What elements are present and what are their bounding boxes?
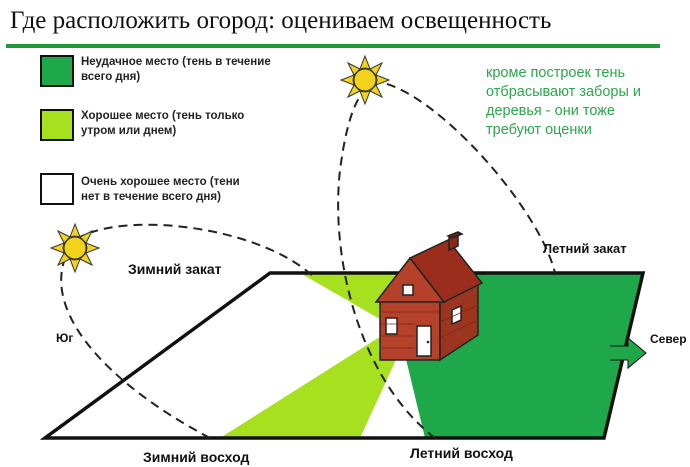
label-north: Север — [650, 332, 687, 346]
light-green-shade-lower — [220, 338, 405, 438]
summer-sun-icon — [339, 54, 391, 106]
label-summer-sunrise: Летний восход — [410, 445, 513, 461]
legend-swatch-very-good — [40, 173, 74, 205]
page-title: Где расположить огород: оцениваем освеще… — [10, 7, 552, 34]
legend-swatch-bad — [40, 55, 74, 87]
label-winter-sunset: Зимний закат — [128, 261, 222, 277]
legend-label-bad: Неудачное место (тень в течение всего дн… — [81, 56, 271, 83]
summer-sun-arc — [337, 80, 556, 439]
legend-label-good: Хорошее место (тень только утром или дне… — [81, 110, 245, 137]
legend-label-very-good: Очень хорошее место (тени нет в течение … — [81, 176, 240, 203]
ground-plot-outline — [39, 271, 646, 440]
house-icon — [374, 231, 484, 362]
north-arrow-icon — [610, 336, 647, 370]
winter-sun-arc — [60, 223, 316, 439]
note-text: кроме построек тень отбрасывают заборы и… — [486, 65, 642, 138]
label-south: Юг — [56, 331, 74, 345]
label-winter-sunrise: Зимний восход — [143, 449, 250, 465]
title-underline — [6, 44, 660, 48]
label-summer-sunset: Летний закат — [543, 241, 627, 256]
winter-sun-icon — [49, 222, 101, 274]
legend-swatch-good — [40, 109, 74, 141]
